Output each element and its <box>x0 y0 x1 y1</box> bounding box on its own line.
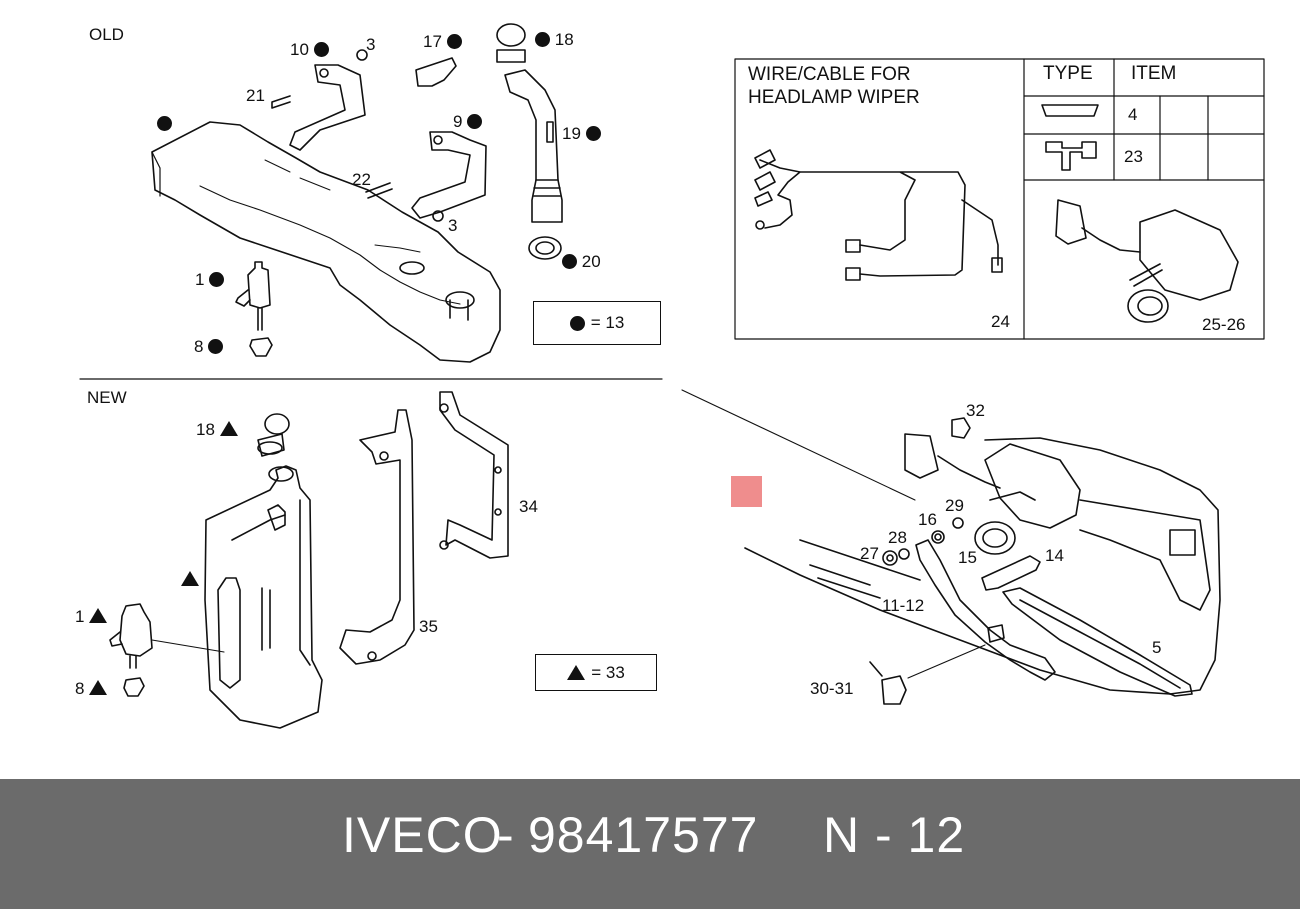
callout-27: 27 <box>860 544 879 563</box>
wire-box-title-line1: WIRE/CABLE FOR <box>748 64 911 85</box>
callout-number: 9 <box>453 112 463 131</box>
diagram-drawing <box>79 23 1265 729</box>
bracket-9 <box>411 131 487 219</box>
callout-dot <box>562 254 577 269</box>
callout-30-31: 30-31 <box>810 679 854 698</box>
highlight-marker <box>731 476 762 507</box>
section-old-label: OLD <box>89 25 124 44</box>
callout-25-26: 25-26 <box>1202 315 1246 334</box>
harness-24 <box>759 159 999 277</box>
clip-17 <box>415 57 457 87</box>
callout-number: 1 <box>195 270 205 289</box>
footer-brand: IVECO <box>342 807 503 863</box>
callout-5: 5 <box>1152 638 1162 657</box>
legend-triangle-text: = 33 <box>591 662 625 682</box>
callout-9: 9 <box>453 112 483 131</box>
old-reservoir <box>151 121 501 363</box>
wiper-blade <box>1002 587 1193 697</box>
callout-32: 32 <box>966 401 985 420</box>
callout-dot <box>208 339 224 354</box>
col-type-header: TYPE <box>1043 63 1093 84</box>
callout-triangle <box>89 608 108 623</box>
callout-triangle <box>89 680 108 695</box>
callout-35: 35 <box>419 617 438 636</box>
new-reservoir <box>204 465 323 729</box>
bracket-10 <box>289 64 366 151</box>
wire-box-title-line2: HEADLAMP WIPER <box>748 87 920 108</box>
filler-cap <box>496 23 526 47</box>
callout-dot <box>209 272 225 287</box>
wire-box-title: WIRE/CABLE FOR HEADLAMP WIPER <box>748 63 920 109</box>
wiper-motor-small <box>1055 199 1087 245</box>
callout-3b: 3 <box>448 216 458 235</box>
callout-1-old: 1 <box>195 270 225 289</box>
callout-24: 24 <box>991 312 1010 331</box>
callout-dot <box>467 114 483 129</box>
callout-1-new: 1 <box>75 607 108 626</box>
callout-triangle <box>181 571 199 586</box>
footer-part-number: 98417577 <box>528 807 759 863</box>
callout-8-new: 8 <box>75 679 108 698</box>
callout-29: 29 <box>945 496 964 515</box>
callout-14: 14 <box>1045 546 1064 565</box>
col-item-header: ITEM <box>1131 63 1177 84</box>
callout-17: 17 <box>423 33 462 50</box>
wiper-arm <box>915 539 1056 681</box>
footer-page-code: N - 12 <box>823 807 966 863</box>
callout-number: 1 <box>75 607 85 626</box>
section-new-label: NEW <box>87 388 127 407</box>
legend-dot-text: = 13 <box>590 313 625 332</box>
footer-separator: - <box>497 807 515 863</box>
callout-number: 10 <box>290 40 309 59</box>
callout-18: 18 <box>535 31 574 48</box>
callout-28: 28 <box>888 528 907 547</box>
legend-triangle-icon <box>567 665 586 680</box>
wiper-motor <box>904 433 939 479</box>
callout-10: 10 <box>290 41 329 58</box>
callout-34: 34 <box>519 497 538 516</box>
callout-number: 17 <box>423 32 442 51</box>
legend-dot: = 13 <box>533 301 661 345</box>
wire-box-frame <box>734 58 1265 340</box>
callout-dot <box>313 42 329 57</box>
callout-dot <box>535 32 550 47</box>
callout-20: 20 <box>562 253 601 270</box>
legend-dot-icon <box>569 315 585 331</box>
callout-22: 22 <box>352 170 371 189</box>
headlamp-body <box>984 437 1221 695</box>
legend-triangle: = 33 <box>535 654 657 691</box>
item-row-2: 23 <box>1124 147 1143 166</box>
callout-number: 8 <box>194 337 204 356</box>
callout-19: 19 <box>562 125 601 142</box>
callout-number: 8 <box>75 679 85 698</box>
callout-15: 15 <box>958 548 977 567</box>
callout-18-new: 18 <box>196 421 238 438</box>
callout-21: 21 <box>246 86 265 105</box>
callout-dot <box>585 126 601 141</box>
filler-neck <box>504 69 563 223</box>
new-pump <box>119 603 153 657</box>
bracket-34 <box>439 391 509 559</box>
callout-number: 18 <box>196 420 215 439</box>
callout-dot <box>157 116 172 131</box>
callout-11-12: 11-12 <box>882 596 925 615</box>
item-row-1: 4 <box>1128 105 1138 124</box>
callout-number: 20 <box>581 252 601 271</box>
callout-number: 18 <box>554 30 574 49</box>
bracket-35 <box>339 409 415 665</box>
callout-dot <box>446 34 462 49</box>
callout-triangle <box>219 421 238 436</box>
old-pump <box>247 261 271 309</box>
callout-8-old: 8 <box>194 337 224 356</box>
callout-number: 19 <box>562 124 581 143</box>
callout-3a: 3 <box>366 35 376 54</box>
callout-16: 16 <box>918 510 937 529</box>
footer-bar: IVECO - 98417577 N - 12 <box>0 779 1300 909</box>
